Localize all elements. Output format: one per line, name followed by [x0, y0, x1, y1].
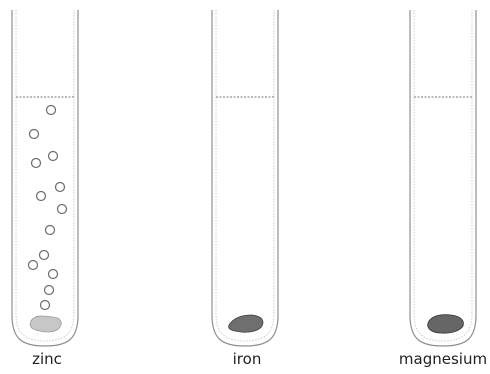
test-tube-iron	[211, 10, 279, 347]
magnesium-metal-piece	[427, 314, 464, 334]
gas-bubble	[45, 104, 57, 116]
gas-bubble	[47, 268, 59, 280]
tube-outline-zinc	[11, 10, 79, 347]
label-magnesium: magnesium	[398, 350, 488, 368]
tube-outline-iron	[211, 10, 279, 347]
gas-bubble	[54, 181, 66, 193]
gas-bubble	[38, 249, 50, 261]
tube-outline-magnesium	[409, 10, 477, 347]
gas-bubble	[43, 284, 55, 296]
tube-inner-wall-zinc	[15, 10, 75, 342]
gas-bubble	[39, 299, 51, 311]
gas-bubble	[56, 203, 68, 215]
gas-bubbles-zinc	[27, 104, 68, 311]
gas-bubble	[28, 128, 40, 140]
tube-inner-wall-iron	[215, 10, 275, 342]
iron-metal-piece	[228, 314, 264, 333]
gas-bubble	[30, 157, 42, 169]
zinc-metal-piece	[29, 315, 62, 333]
label-zinc: zinc	[32, 350, 62, 368]
test-tube-zinc	[11, 10, 79, 347]
gas-bubble	[44, 224, 56, 236]
label-iron: iron	[232, 350, 262, 368]
gas-bubble	[35, 190, 47, 202]
gas-bubble	[47, 150, 59, 162]
test-tube-magnesium	[409, 10, 477, 347]
gas-bubble	[27, 259, 39, 271]
tube-inner-wall-magnesium	[413, 10, 473, 342]
